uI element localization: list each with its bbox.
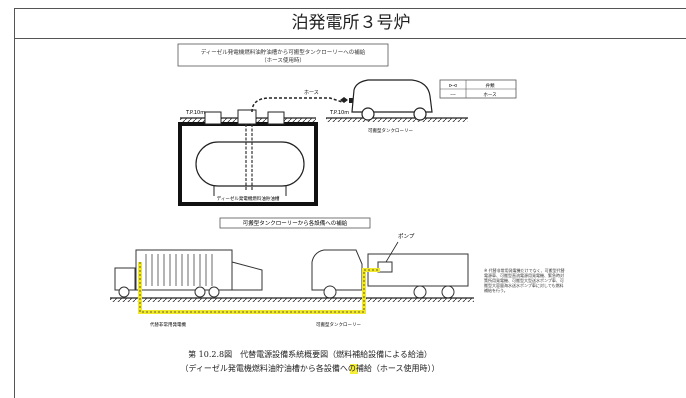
pump-unit	[377, 261, 393, 273]
tank-lorry-top	[351, 79, 433, 113]
figure-area	[14, 37, 686, 398]
note-text: ※ 代替非常用発電機だけでなく、可搬型代替電源車、可搬型直流電源用発電機、緊急時…	[484, 268, 565, 293]
bottom-title: 可搬型タンクローリーから各設備への補給	[243, 219, 348, 227]
hose-label: ホース	[304, 90, 319, 96]
legend-text-valve: 弁類	[486, 82, 495, 89]
lorry-cab	[311, 249, 363, 291]
fuel-tank	[195, 141, 305, 187]
generator-trailer	[135, 249, 233, 291]
top-title-line1: ディーゼル発電機燃料油貯油槽から可搬型タンクローリーへの補給	[201, 48, 366, 56]
top-title-line2: （ホース使用時）	[261, 56, 305, 64]
valve-icon	[340, 97, 348, 103]
tank-label: ディーゼル発電機燃料油貯油槽	[217, 195, 280, 202]
top-lorry-label: 可搬型タンクローリー	[368, 127, 413, 134]
legend-symbol-valve: ⊳⊲	[449, 83, 457, 89]
header-title: 泊発電所３号炉	[291, 13, 411, 33]
legend-text-hose: ホース	[483, 92, 497, 98]
level-right-label: T.P.10m	[329, 110, 349, 116]
caption-line1: 第 10.2.8図 代替電源設備系統概要図（燃料補給設備による給油）	[188, 349, 432, 359]
bottom-lorry-label: 可搬型タンクローリー	[316, 321, 361, 328]
caption-line2: （ディーゼル発電機燃料油貯油槽から各設備への補給（ホース使用時））	[180, 363, 439, 373]
legend-symbol-hose: ---	[450, 92, 456, 98]
top-hose	[251, 97, 343, 113]
pump-label: ポンプ	[398, 233, 415, 240]
generator-label: 代替非常用発電機	[150, 321, 186, 328]
top-title-box	[177, 43, 389, 67]
page-header: 泊発電所３号炉	[14, 8, 686, 39]
caption-highlight	[350, 364, 358, 374]
bottom-title-box	[219, 217, 371, 229]
level-left-label: T.P.10m	[185, 110, 205, 116]
